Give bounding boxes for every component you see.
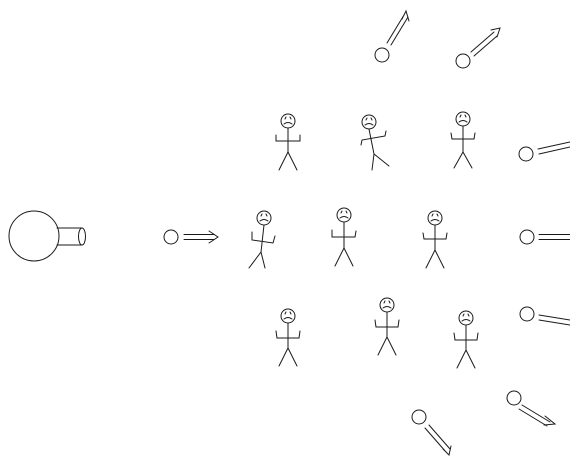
scattered-particle-6 (507, 391, 555, 426)
stick-figure (332, 208, 356, 266)
stick-figure (423, 211, 447, 268)
source-tube-mouth (79, 228, 86, 245)
incoming-particle (164, 230, 218, 244)
stick-figure (375, 298, 399, 355)
arrow-double (538, 142, 570, 154)
arrow-double (539, 315, 570, 325)
scattered-particle-1 (375, 11, 409, 62)
particle (520, 307, 534, 321)
arrow-double (184, 231, 218, 243)
particle-source (9, 211, 86, 261)
stick-figure (276, 309, 300, 366)
arrow-double (519, 405, 555, 426)
particle (456, 54, 470, 68)
particle (519, 147, 533, 161)
particle (520, 230, 534, 244)
stick-figure (276, 114, 300, 170)
scattered-particle-7 (412, 410, 451, 455)
stick-figure (249, 211, 275, 268)
arrow-double (425, 425, 451, 455)
source-bulb (9, 211, 59, 261)
stick-figure (454, 311, 478, 368)
scattered-particle-4 (520, 230, 570, 244)
particle (412, 410, 426, 424)
stick-figure (451, 112, 475, 168)
particle (164, 230, 178, 244)
arrow-double (387, 11, 409, 45)
stick-figure (361, 115, 389, 170)
scattered-particle-2 (456, 28, 500, 68)
scattered-particle-3 (519, 142, 570, 161)
particle (375, 48, 389, 62)
scattered-particle-5 (520, 307, 570, 325)
particle (507, 391, 521, 405)
arrow-double (471, 28, 500, 56)
arrow-double (539, 235, 570, 240)
